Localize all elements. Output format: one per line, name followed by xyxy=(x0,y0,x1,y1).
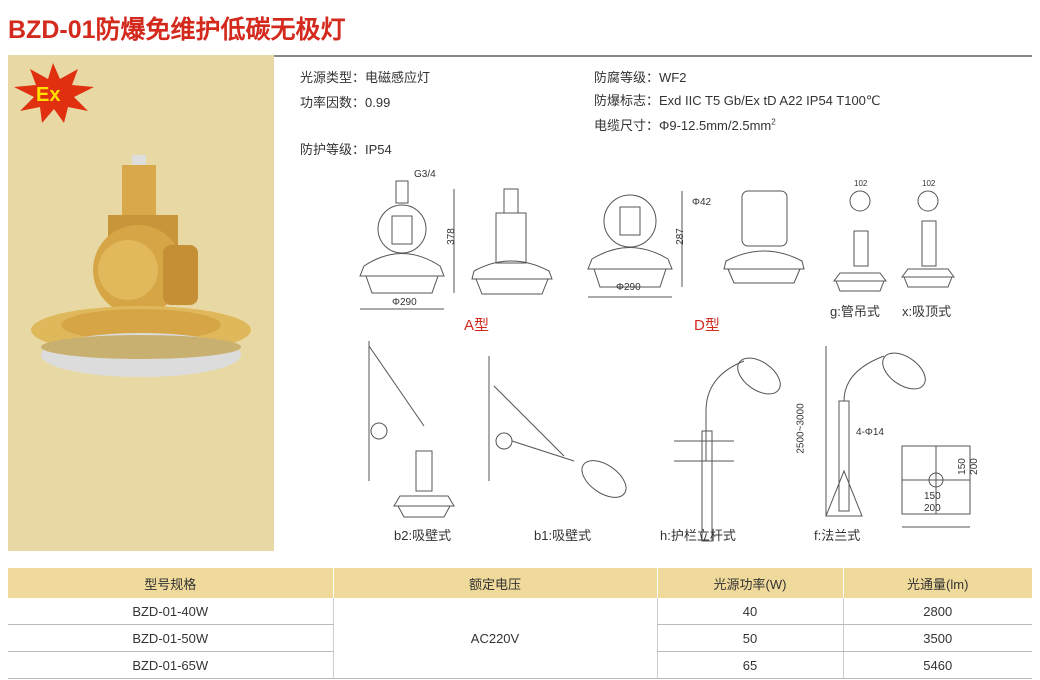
spec-power-factor: 功率因数：0.99 xyxy=(300,95,391,110)
a-type-label: A型 xyxy=(464,317,490,334)
a-height-dim: 378 xyxy=(445,228,457,245)
f-200-horizontal: 200 xyxy=(924,503,941,514)
f-height-dim: 2500~3000 xyxy=(795,403,807,454)
model-spec-table: 型号规格 额定电压 光源功率(W) 光通量(lm) BZD-01-40W AC2… xyxy=(8,568,1032,679)
f-flange-label: f:法兰式 xyxy=(814,528,861,543)
d-type-front-drawing xyxy=(587,191,683,298)
a-diameter-dim: Φ290 xyxy=(392,297,417,308)
a-thread-dim: G3/4 xyxy=(414,169,436,180)
f-150-vertical: 150 xyxy=(956,458,968,475)
cable-size-sup: 2 xyxy=(771,117,776,127)
cell-model: BZD-01-50W xyxy=(8,624,333,652)
ex-badge-icon xyxy=(14,63,94,123)
d-type-label: D型 xyxy=(694,317,720,334)
cell-flux: 3500 xyxy=(842,624,1032,652)
table-row: BZD-01-50W 50 3500 xyxy=(8,624,1032,652)
f-150-horizontal: 150 xyxy=(924,491,941,502)
spec-cable-size: 电缆尺寸：Φ9-12.5mm/2.5mm2 xyxy=(594,115,776,134)
g-pendant-label: g:管吊式 xyxy=(830,304,880,319)
installation-diagrams: G3/4 378 Φ290 A型 Φ42 287 Φ290 D型 102 102… xyxy=(274,161,1032,551)
page-title: BZD-01防爆免维护低碳无极灯 xyxy=(8,16,346,44)
x-dim: 102 xyxy=(922,179,936,188)
cell-voltage: AC220V xyxy=(332,598,657,679)
spec-panel: 光源类型：电磁感应灯 功率因数：0.99 防护等级：IP54 防腐等级：WF2 … xyxy=(274,55,1032,163)
a-type-front-drawing xyxy=(359,180,455,310)
d-diameter-dim: Φ290 xyxy=(616,282,641,293)
b1-wall-label: b1:吸壁式 xyxy=(534,528,592,543)
x-ceiling-label: x:吸顶式 xyxy=(902,304,952,319)
table-row: BZD-01-40W AC220V 40 2800 xyxy=(8,598,1032,679)
cell-power: 40 xyxy=(656,598,843,625)
g-x-drawings xyxy=(833,190,955,292)
cell-flux: 2800 xyxy=(842,598,1032,625)
a-type-side-drawing xyxy=(471,188,553,295)
cell-model: BZD-01-40W xyxy=(8,598,333,625)
cell-power: 50 xyxy=(656,624,843,652)
cell-power: 65 xyxy=(656,651,843,679)
b2-wall-label: b2:吸壁式 xyxy=(394,528,452,543)
cable-size-text: 电缆尺寸：Φ9-12.5mm/2.5mm xyxy=(594,118,772,133)
h-pole-label: h:护栏立杆式 xyxy=(660,528,736,543)
d-type-side-drawing xyxy=(723,190,805,284)
header-power: 光源功率(W) xyxy=(656,568,843,598)
spec-protection: 防护等级：IP54 xyxy=(300,142,392,157)
d-height-dim: 287 xyxy=(674,228,686,245)
cell-flux: 5460 xyxy=(842,651,1032,679)
b1-drawing xyxy=(488,356,627,498)
header-flux: 光通量(lm) xyxy=(842,568,1032,598)
explosion-lamp-image: Ex xyxy=(14,63,251,377)
product-photo: Ex xyxy=(8,55,274,551)
header-model: 型号规格 xyxy=(8,568,333,598)
f-drawing xyxy=(825,346,971,528)
spec-light-source: 光源类型：电磁感应灯 xyxy=(300,70,431,85)
header-voltage: 额定电压 xyxy=(332,568,657,598)
table-row: BZD-01-65W 65 5460 xyxy=(8,651,1032,679)
f-200-vertical: 200 xyxy=(968,458,980,475)
table-header-row: 型号规格 额定电压 光源功率(W) 光通量(lm) xyxy=(8,568,1032,598)
spec-anticorrosion: 防腐等级：WF2 xyxy=(594,70,687,85)
lamp-drawings xyxy=(359,180,971,542)
spec-explosion-mark: 防爆标志：Exd IIC T5 Gb/Ex tD A22 IP54 T100℃ xyxy=(594,93,881,108)
g-dim: 102 xyxy=(854,179,868,188)
d-phi-dim: Φ42 xyxy=(692,197,712,208)
cell-model: BZD-01-65W xyxy=(8,651,333,679)
ex-badge-text: Ex xyxy=(36,84,60,106)
f-holes-dim: 4-Φ14 xyxy=(856,427,884,438)
b2-drawing xyxy=(368,341,455,518)
h-drawing xyxy=(674,357,781,542)
